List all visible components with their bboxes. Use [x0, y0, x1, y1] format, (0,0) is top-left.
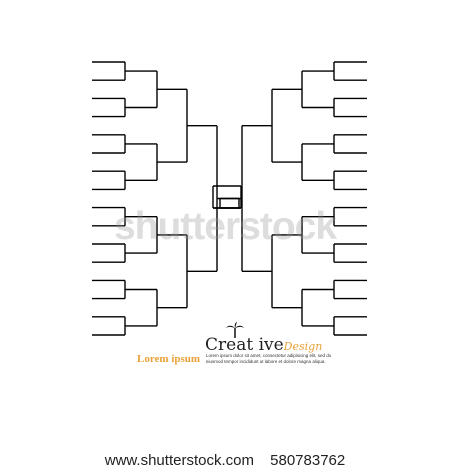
caption-heading: Lorem ipsum — [137, 353, 201, 365]
footer-site: www.shutterstock.com — [104, 452, 254, 469]
final-right-line — [219, 198, 241, 209]
brand-creative: Creat ive — [205, 335, 284, 355]
caption-body: Lorem ipsum dolor sit amet, consectetur … — [206, 353, 332, 364]
footer-image-id: 580783762 — [270, 452, 346, 469]
footer-credit: www.shutterstock.com 580783762 — [0, 452, 450, 470]
brand-logo: Creat iveDesign — [205, 335, 322, 355]
brand-design: Design — [283, 340, 323, 353]
palm-tree-icon — [226, 322, 244, 338]
